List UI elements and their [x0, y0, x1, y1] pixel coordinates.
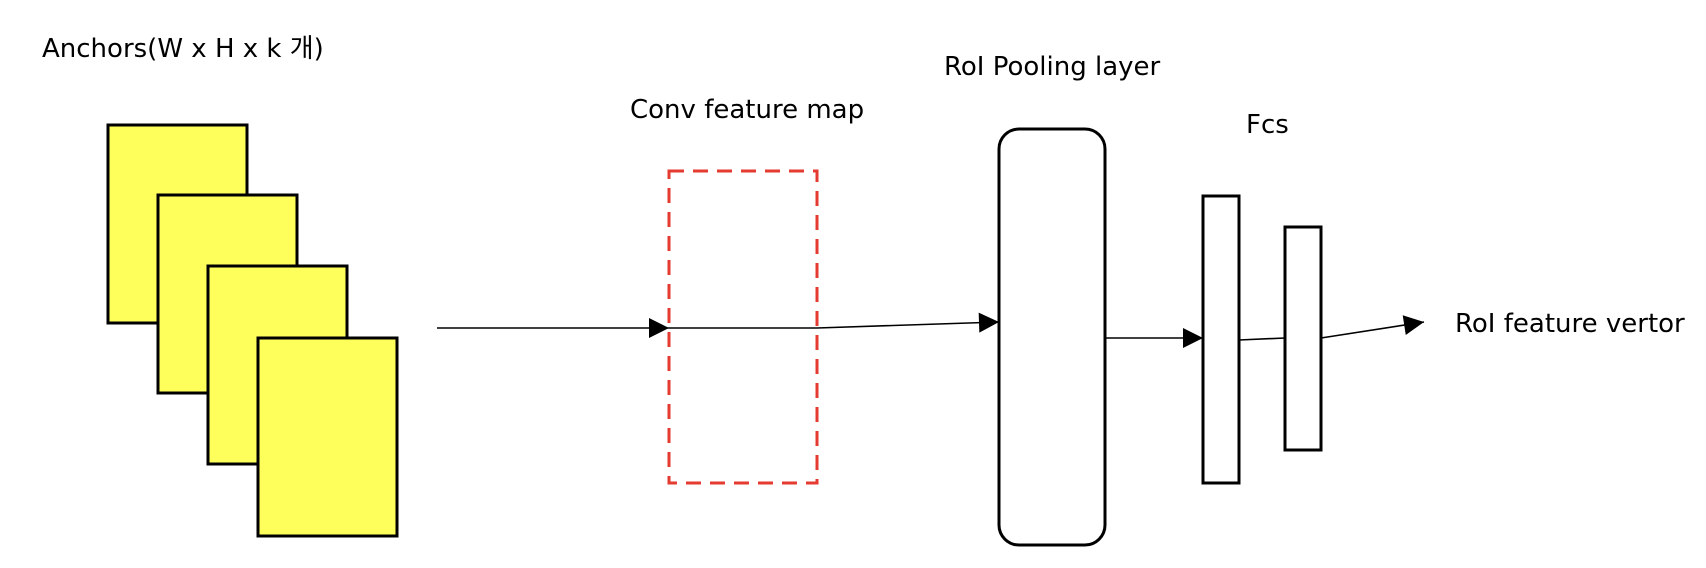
- roi-pooling-label: RoI Pooling layer: [944, 52, 1161, 82]
- anchor-stack: [106, 123, 399, 538]
- conv-feature-map-label: Conv feature map: [630, 95, 865, 125]
- anchors-label: Anchors(W x H x k 개): [42, 34, 324, 64]
- fc-layer-box: [1283, 225, 1323, 452]
- fc-layer-box: [1201, 194, 1241, 485]
- arrow-conv-to-roi: [669, 312, 1000, 333]
- anchor-box: [256, 336, 399, 538]
- roi-pooling-box: [997, 127, 1107, 547]
- output-label: RoI feature vertor: [1455, 309, 1685, 339]
- fcs-label: Fcs: [1246, 110, 1289, 140]
- connector-fc-to-fc: [1238, 337, 1286, 341]
- arrow-fc-to-output: [1320, 315, 1425, 339]
- conv-feature-map-box: [667, 169, 819, 485]
